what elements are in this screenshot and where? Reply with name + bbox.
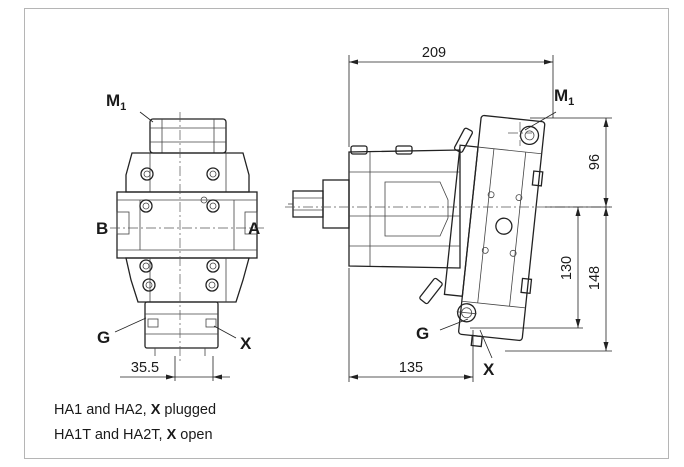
bottom-block: [144, 301, 219, 349]
bolts: [139, 167, 220, 292]
main-body: [116, 191, 258, 259]
front-view: [110, 111, 264, 381]
label-m1-front: M1: [106, 91, 126, 113]
caption-line-2: HA1T and HA2T, X open: [54, 427, 213, 443]
flange: [322, 179, 350, 229]
label-g-side: G: [416, 324, 429, 343]
dimension-209: 209: [422, 45, 446, 61]
lower-housing: [125, 257, 250, 303]
label-x-side: X: [483, 360, 495, 379]
shaft: [292, 190, 324, 218]
dimension-148: 148: [587, 266, 603, 290]
label-m1-side: M1: [554, 86, 574, 108]
label-x-front: X: [240, 334, 252, 353]
label-b: B: [96, 219, 108, 238]
motor-body: [348, 149, 461, 269]
top-port-block: [149, 118, 227, 154]
label-g-front: G: [97, 328, 110, 347]
dimension-130: 130: [559, 256, 575, 280]
dimension-96: 96: [587, 154, 603, 170]
side-view: [285, 55, 612, 382]
label-a: A: [248, 219, 260, 238]
drawing-frame: [24, 8, 669, 459]
dimension-135: 135: [399, 360, 423, 376]
caption-line-1: HA1 and HA2, X plugged: [54, 402, 217, 418]
valve-block: [443, 114, 546, 348]
dimension-35-5: 35.5: [131, 360, 159, 376]
